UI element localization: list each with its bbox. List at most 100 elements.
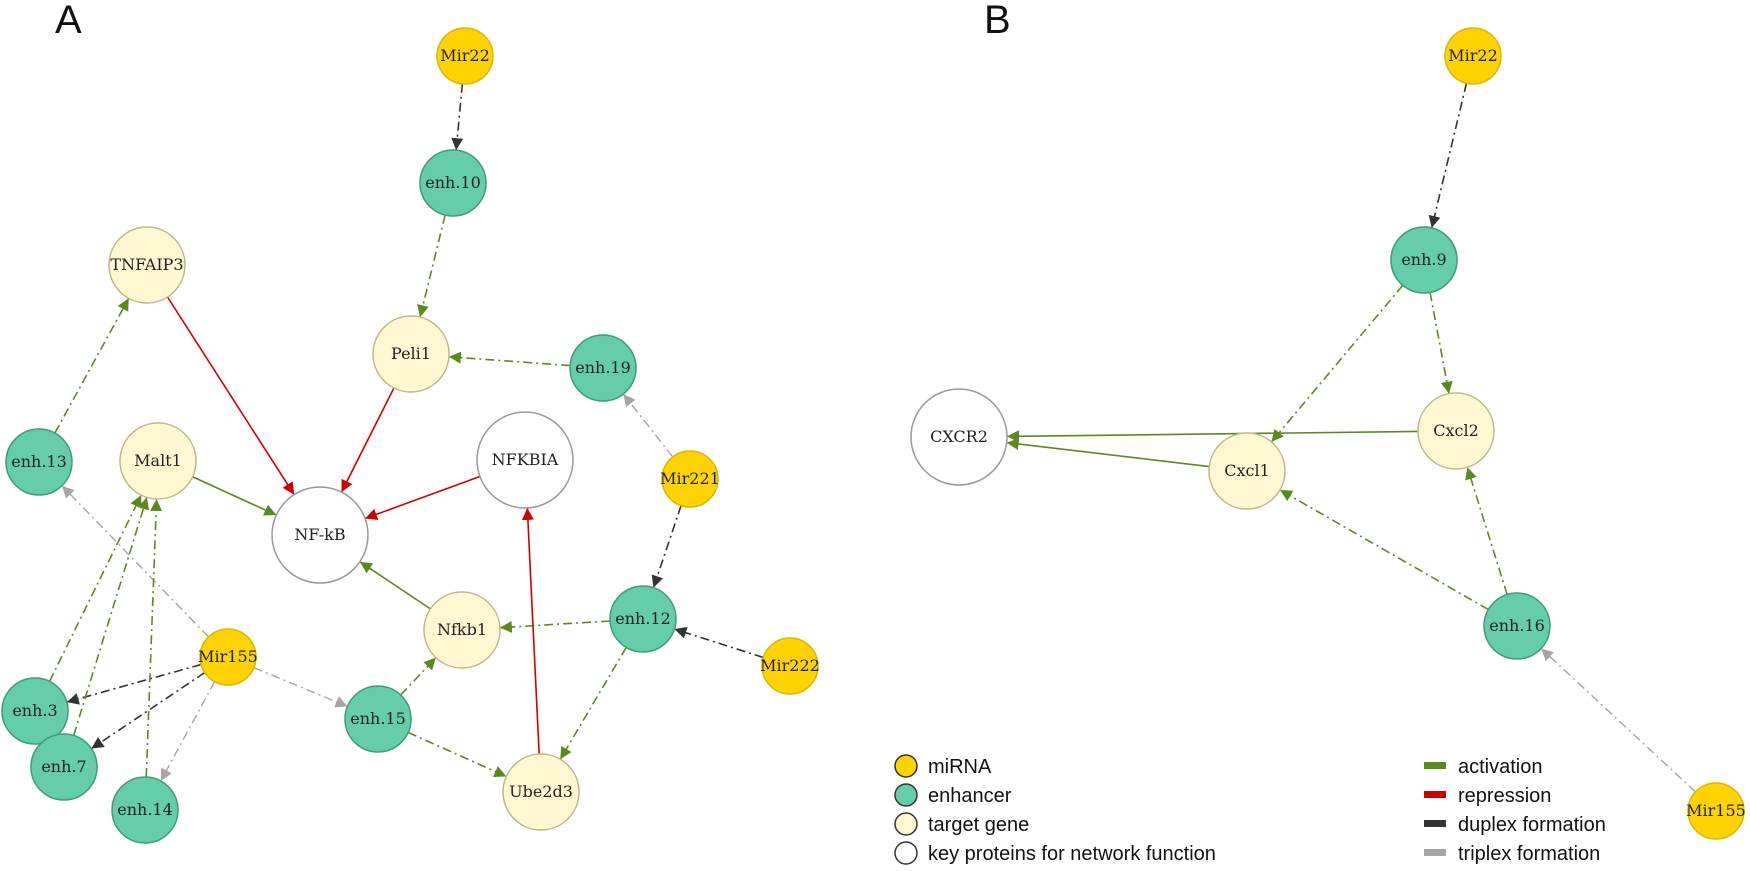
edge-triplex-formation <box>253 667 348 708</box>
node-label: enh.9 <box>1401 250 1446 269</box>
node-a-nfkbia: NFKBIA <box>476 411 574 509</box>
edge-activation <box>359 561 431 610</box>
node-label: enh.16 <box>1489 616 1545 635</box>
legend-label-gene: target gene <box>928 814 1029 836</box>
node-b-mir155: Mir155 <box>1686 782 1746 840</box>
edge-repression <box>340 387 395 493</box>
node-circle <box>111 776 179 844</box>
node-a-enh7: enh.7 <box>30 733 98 801</box>
node-a-malt1: Malt1 <box>119 422 197 500</box>
node-circle <box>609 585 677 653</box>
node-a-mir221: Mir221 <box>660 450 720 508</box>
node-circle <box>1208 432 1286 510</box>
node-circle <box>1 677 69 745</box>
edge-activation <box>1279 489 1489 611</box>
node-label: Mir155 <box>1686 801 1746 820</box>
legend-line-repression <box>1424 791 1446 798</box>
edge-activation <box>192 476 277 516</box>
node-circle <box>1417 392 1495 470</box>
edge-activation <box>559 647 627 760</box>
node-label: Cxcl2 <box>1433 421 1479 440</box>
node-circle <box>1483 592 1551 660</box>
node-b-mir22: Mir22 <box>1444 27 1502 85</box>
panel-letter-a: A <box>55 0 82 42</box>
node-circle <box>1687 782 1745 840</box>
legend-label-protein: key proteins for network function <box>928 843 1216 865</box>
node-a-enh15: enh.15 <box>344 685 412 753</box>
edge-activation <box>145 498 163 778</box>
edge-triplex-formation <box>1540 647 1696 793</box>
node-label: enh.3 <box>12 701 57 720</box>
edge-activation <box>1465 467 1508 595</box>
node-b-enh9: enh.9 <box>1390 226 1458 294</box>
node-b-cxcr2: CXCR2 <box>910 388 1008 486</box>
node-label: Mir155 <box>198 647 258 666</box>
node-circle <box>271 486 369 584</box>
edge-activation <box>1006 430 1419 443</box>
node-label: Peli1 <box>391 344 431 363</box>
node-a-tnfaip3: TNFAIP3 <box>108 226 186 304</box>
node-label: enh.12 <box>615 609 671 628</box>
node-a-peli1: Peli1 <box>372 315 450 393</box>
node-circle <box>761 637 819 695</box>
node-label: Ube2d3 <box>509 782 573 801</box>
node-circle <box>569 334 637 402</box>
legend-label-triplex: triplex formation <box>1458 843 1600 865</box>
node-circle <box>344 685 412 753</box>
node-circle <box>108 226 186 304</box>
node-label: enh.19 <box>575 358 631 377</box>
node-circle <box>5 428 73 496</box>
node-a-enh14: enh.14 <box>111 776 179 844</box>
node-a-ube2d3: Ube2d3 <box>502 753 580 831</box>
legend-swatch-mirna <box>894 754 918 778</box>
edges-layer <box>48 83 1696 793</box>
node-label: NFKBIA <box>492 450 559 469</box>
node-label: NF-kB <box>294 525 345 544</box>
node-circle <box>119 422 197 500</box>
node-circle <box>199 628 257 686</box>
legend-swatch-protein <box>894 841 918 865</box>
node-circle <box>661 450 719 508</box>
node-circle <box>1390 226 1458 294</box>
node-circle <box>423 591 501 669</box>
node-label: enh.13 <box>11 452 67 471</box>
node-a-enh3: enh.3 <box>1 677 69 745</box>
edge-repression <box>521 507 540 755</box>
node-a-mir22: Mir22 <box>436 27 494 85</box>
node-circle <box>1444 27 1502 85</box>
edge-duplex-formation <box>1428 83 1468 229</box>
edge-activation <box>499 620 611 633</box>
node-label: enh.15 <box>350 709 406 728</box>
edge-activation <box>400 657 437 696</box>
node-label: Nfkb1 <box>437 620 487 639</box>
legend-label-enhancer: enhancer <box>928 785 1012 807</box>
legend-label-activation: activation <box>1458 756 1543 778</box>
node-label: enh.7 <box>41 757 86 776</box>
edge-activation <box>72 497 150 736</box>
edge-activation <box>407 731 507 778</box>
node-a-enh13: enh.13 <box>5 428 73 496</box>
edge-duplex-formation <box>674 626 764 659</box>
node-b-cxcl2: Cxcl2 <box>1417 392 1495 470</box>
edge-activation <box>54 297 130 434</box>
node-label: TNFAIP3 <box>110 255 183 274</box>
node-circle <box>502 753 580 831</box>
node-label: Cxcl1 <box>1224 461 1270 480</box>
node-label: enh.14 <box>117 800 173 819</box>
node-label: Mir22 <box>1448 46 1498 65</box>
edge-triplex-formation <box>61 485 210 638</box>
node-label: enh.10 <box>425 173 481 192</box>
node-label: Mir222 <box>760 656 820 675</box>
edge-repression <box>364 475 481 521</box>
panel-letter-b: B <box>984 0 1011 42</box>
node-label: Malt1 <box>134 451 182 470</box>
node-circle <box>476 411 574 509</box>
edge-duplex-formation <box>90 671 206 750</box>
edge-activation <box>1270 284 1404 443</box>
legend-label-duplex: duplex formation <box>1458 814 1606 836</box>
edge-activation <box>448 351 571 367</box>
edge-duplex-formation <box>451 83 464 151</box>
node-label: Mir221 <box>660 469 720 488</box>
